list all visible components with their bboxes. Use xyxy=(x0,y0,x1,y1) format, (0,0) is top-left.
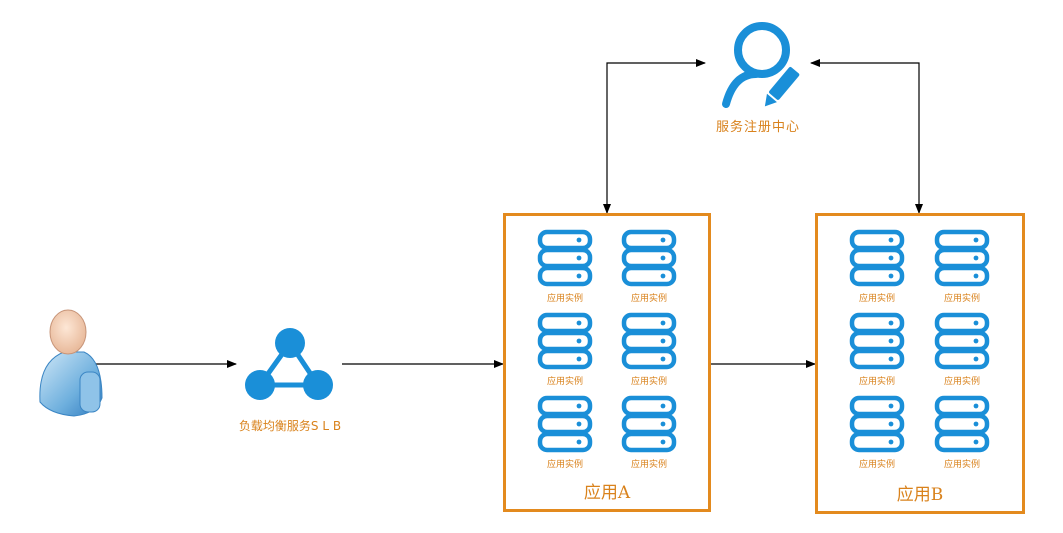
user-avatar-icon xyxy=(39,309,103,417)
server-stack-icon xyxy=(849,229,905,287)
server-stack-icon xyxy=(934,395,990,453)
arrow-app-b-registry xyxy=(810,59,923,214)
server-stack-icon xyxy=(537,395,593,453)
app-b-instance: 应用实例 xyxy=(932,229,992,307)
app-b-title: 应用B xyxy=(896,485,944,505)
app-b-instance: 应用实例 xyxy=(847,395,907,473)
app-b-container: 应用实例 应用实例 应用实例 应用实例 应用实例 应用实例 应用B xyxy=(815,213,1025,514)
app-a-instance: 应用实例 xyxy=(535,395,595,473)
registry-node xyxy=(716,14,802,114)
slb-node xyxy=(244,326,336,404)
app-b-instance: 应用实例 xyxy=(932,395,992,473)
server-stack-icon xyxy=(934,312,990,370)
user-edit-icon xyxy=(722,22,800,108)
app-a-instance: 应用实例 xyxy=(535,229,595,307)
app-b-instance: 应用实例 xyxy=(847,312,907,390)
instance-label: 应用实例 xyxy=(858,377,895,387)
arrow-app-a-registry xyxy=(603,59,706,214)
app-a-title: 应用A xyxy=(583,483,631,503)
app-a-container: 应用实例 应用实例 应用实例 应用实例 应用实例 应用实例 应用A xyxy=(503,213,711,512)
instance-label: 应用实例 xyxy=(943,460,980,470)
app-a-instance: 应用实例 xyxy=(535,312,595,390)
app-b-instance: 应用实例 xyxy=(932,312,992,390)
instance-label: 应用实例 xyxy=(858,294,895,304)
instance-label: 应用实例 xyxy=(546,294,583,304)
registry-label: 服务注册中心 xyxy=(715,120,800,135)
instance-label: 应用实例 xyxy=(943,377,980,387)
server-stack-icon xyxy=(934,229,990,287)
instance-label: 应用实例 xyxy=(943,294,980,304)
server-stack-icon xyxy=(849,312,905,370)
instance-label: 应用实例 xyxy=(858,460,895,470)
instance-label: 应用实例 xyxy=(630,294,667,304)
instance-label: 应用实例 xyxy=(546,377,583,387)
app-a-instance: 应用实例 xyxy=(619,395,679,473)
server-stack-icon xyxy=(621,312,677,370)
app-b-instance: 应用实例 xyxy=(847,229,907,307)
server-stack-icon xyxy=(621,395,677,453)
server-stack-icon xyxy=(537,229,593,287)
server-stack-icon xyxy=(849,395,905,453)
instance-label: 应用实例 xyxy=(630,460,667,470)
instance-label: 应用实例 xyxy=(546,460,583,470)
network-triangle-icon xyxy=(245,328,333,400)
app-a-instance: 应用实例 xyxy=(619,229,679,307)
slb-label: 负载均衡服务S L B xyxy=(238,419,342,433)
instance-label: 应用实例 xyxy=(630,377,667,387)
client-node xyxy=(36,306,106,424)
app-a-instance: 应用实例 xyxy=(619,312,679,390)
server-stack-icon xyxy=(537,312,593,370)
server-stack-icon xyxy=(621,229,677,287)
